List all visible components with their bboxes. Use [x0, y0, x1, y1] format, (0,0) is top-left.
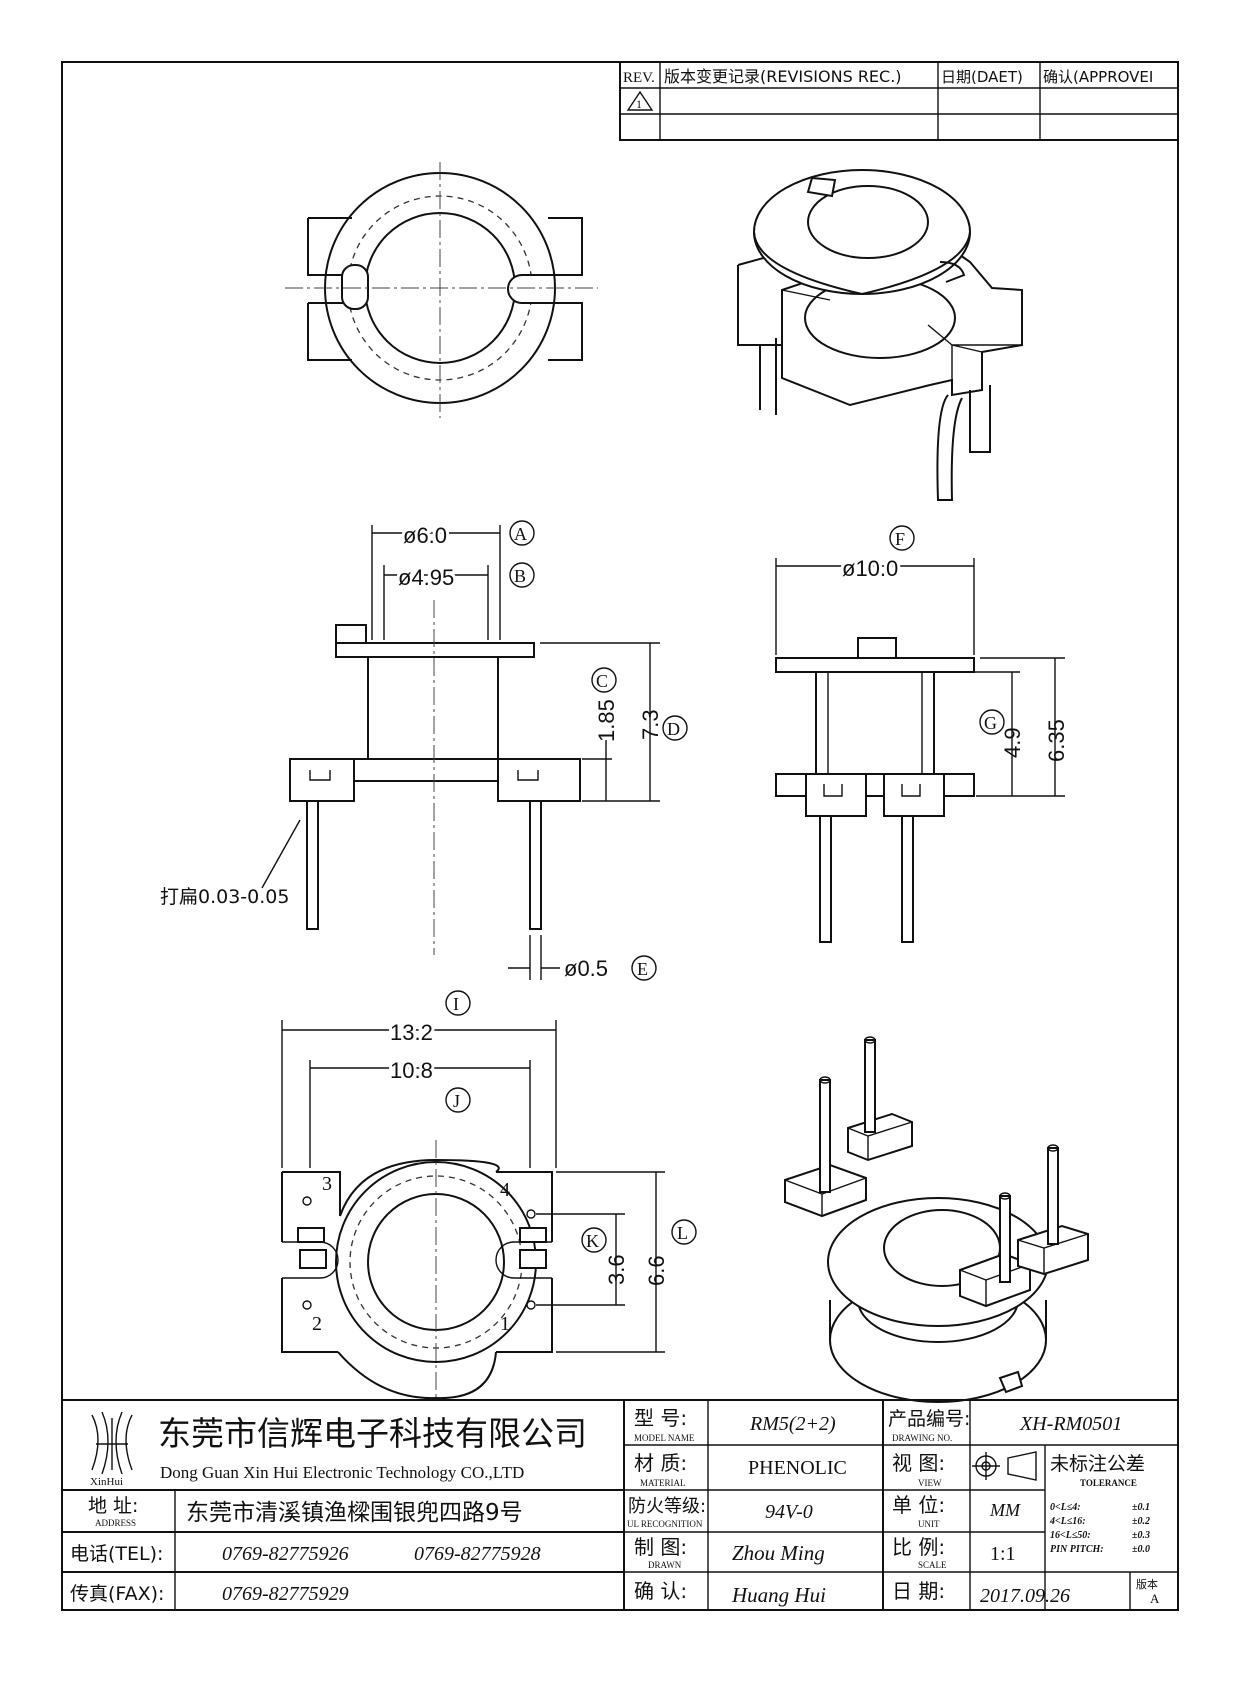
dim-g-value: 4.9 [1000, 727, 1025, 758]
dim-d-value: 7.3 [638, 709, 663, 740]
dim-b-callout: B [514, 566, 526, 586]
top-view [285, 162, 598, 418]
tel-label: 电话(TEL): [70, 1543, 163, 1565]
drawn-value: Zhou Ming [732, 1541, 825, 1565]
material-value: PHENOLIC [748, 1457, 847, 1479]
ul-label: 防火等级: [628, 1496, 706, 1517]
model-value: RM5(2+2) [749, 1413, 836, 1435]
unit-label-en: UNIT [918, 1519, 940, 1529]
dim-d-callout: D [667, 719, 680, 739]
version-label: 版本 [1136, 1577, 1158, 1591]
fax-value: 0769-82775929 [222, 1583, 349, 1605]
scale-label-en: SCALE [918, 1560, 947, 1570]
revision-table: REV. 版本变更记录(REVISIONS REC.) 日期(DAET) 确认(… [619, 61, 1179, 141]
model-label: 型 号: [634, 1406, 687, 1430]
dim-a-callout: A [514, 524, 527, 544]
tolerance-value-3: ±0.0 [1132, 1544, 1150, 1555]
scale-value: 1:1 [990, 1543, 1016, 1565]
ul-label-en: UL RECOGNITION [627, 1519, 703, 1529]
view-label-en: VIEW [918, 1478, 942, 1488]
tel-value-2: 0769-82775928 [414, 1543, 541, 1565]
tolerance-value-0: ±0.1 [1132, 1502, 1150, 1513]
date-label: 日 期: [892, 1579, 945, 1603]
pin-label-1: 1 [500, 1313, 510, 1335]
revision-number: 1 [636, 97, 642, 111]
company-logo: XinHui [90, 1411, 133, 1488]
projection-symbol-icon [972, 1451, 1037, 1481]
dim-k-callout: K [586, 1231, 599, 1251]
flatten-note: 打扁0.03-0.05 [160, 886, 289, 908]
isometric-view-bottom [784, 1036, 1089, 1403]
tolerance-en: TOLERANCE [1080, 1478, 1137, 1488]
tolerance-title: 未标注公差 [1050, 1453, 1145, 1475]
side-view: ø10.0 F 4.9 6.35 G [775, 525, 1069, 943]
rev-header: REV. [623, 70, 655, 86]
date-value: 2017.09.26 [980, 1585, 1070, 1607]
dim-e-callout: E [637, 959, 648, 979]
unit-label: 单 位: [892, 1493, 945, 1517]
tolerance-range-3: PIN PITCH: [1050, 1544, 1104, 1555]
tolerance-range-1: 4<L≤16: [1049, 1516, 1086, 1527]
dim-c-value: 1.85 [594, 699, 619, 742]
pin-label-4: 4 [500, 1179, 510, 1201]
tolerance-range-0: 0<L≤4: [1050, 1502, 1081, 1513]
drawn-label-en: DRAWN [648, 1560, 682, 1570]
bottom-view: 3 4 2 1 13.2 I 10.8 J 3.6 6.6 K L [281, 990, 697, 1400]
company-name-en: Dong Guan Xin Hui Electronic Technology … [160, 1463, 524, 1482]
tolerance-range-2: 16<L≤50: [1050, 1530, 1091, 1541]
dim-l-callout: L [677, 1223, 688, 1243]
pin-label-3: 3 [322, 1173, 332, 1195]
dim-g-callout: G [984, 713, 997, 733]
drawn-label: 制 图: [634, 1535, 687, 1559]
dim-i-value: 13.2 [390, 1020, 433, 1045]
unit-value: MM [989, 1500, 1021, 1520]
approve-value: Huang Hui [731, 1583, 826, 1607]
isometric-view-top [737, 169, 1023, 501]
approve-label: 确 认: [634, 1579, 687, 1603]
ul-value: 94V-0 [765, 1501, 813, 1523]
title-block: XinHui 东莞市信辉电子科技有限公司 Dong Guan Xin Hui E… [61, 1399, 1179, 1611]
front-view: ø6.0 A ø4.95 B 1.85 7.3 C D 打扁0.03-0.05 … [160, 520, 688, 981]
drawing-no-value: XH-RM0501 [1019, 1413, 1122, 1435]
company-name-cn: 东莞市信辉电子科技有限公司 [158, 1414, 587, 1453]
material-label-en: MATERIAL [640, 1478, 686, 1488]
dim-i-callout: I [453, 994, 459, 1014]
dim-e-value: ø0.5 [564, 956, 608, 981]
fax-label: 传真(FAX): [70, 1583, 164, 1605]
dim-a-value: ø6.0 [403, 523, 447, 548]
approve-header: 确认(APPROVEI [1043, 68, 1153, 86]
dim-j-callout: J [453, 1091, 460, 1111]
dim-k-value: 3.6 [604, 1254, 629, 1285]
dim-f-callout: F [895, 529, 905, 549]
dim-f-value: ø10.0 [842, 556, 898, 581]
logo-text: XinHui [90, 1476, 123, 1488]
address-label: 地 址: [88, 1495, 138, 1517]
drawing-no-label-en: DRAWING NO. [892, 1433, 952, 1443]
revisions-header: 版本变更记录(REVISIONS REC.) [664, 67, 902, 86]
address-value: 东莞市清溪镇渔樑围银兜四路9号 [186, 1500, 523, 1526]
pin-label-2: 2 [312, 1313, 322, 1335]
dim-l-value: 6.6 [644, 1255, 669, 1286]
address-label-en: ADDRESS [95, 1518, 136, 1528]
revision-triangle-icon [626, 90, 654, 111]
date-header: 日期(DAET) [941, 68, 1023, 86]
view-label: 视 图: [892, 1451, 945, 1475]
dim-c-callout: C [596, 671, 608, 691]
dim-j-value: 10.8 [390, 1058, 433, 1083]
version-value: A [1150, 1591, 1160, 1606]
dim-h-value: 6.35 [1044, 719, 1069, 762]
drawing-no-label: 产品编号: [888, 1408, 970, 1430]
tel-value-1: 0769-82775926 [222, 1543, 349, 1565]
tolerance-value-2: ±0.3 [1132, 1530, 1150, 1541]
material-label: 材 质: [634, 1451, 687, 1475]
model-label-en: MODEL NAME [634, 1433, 695, 1443]
scale-label: 比 例: [892, 1535, 945, 1559]
tolerance-value-1: ±0.2 [1132, 1516, 1150, 1527]
dim-b-value: ø4.95 [398, 565, 454, 590]
